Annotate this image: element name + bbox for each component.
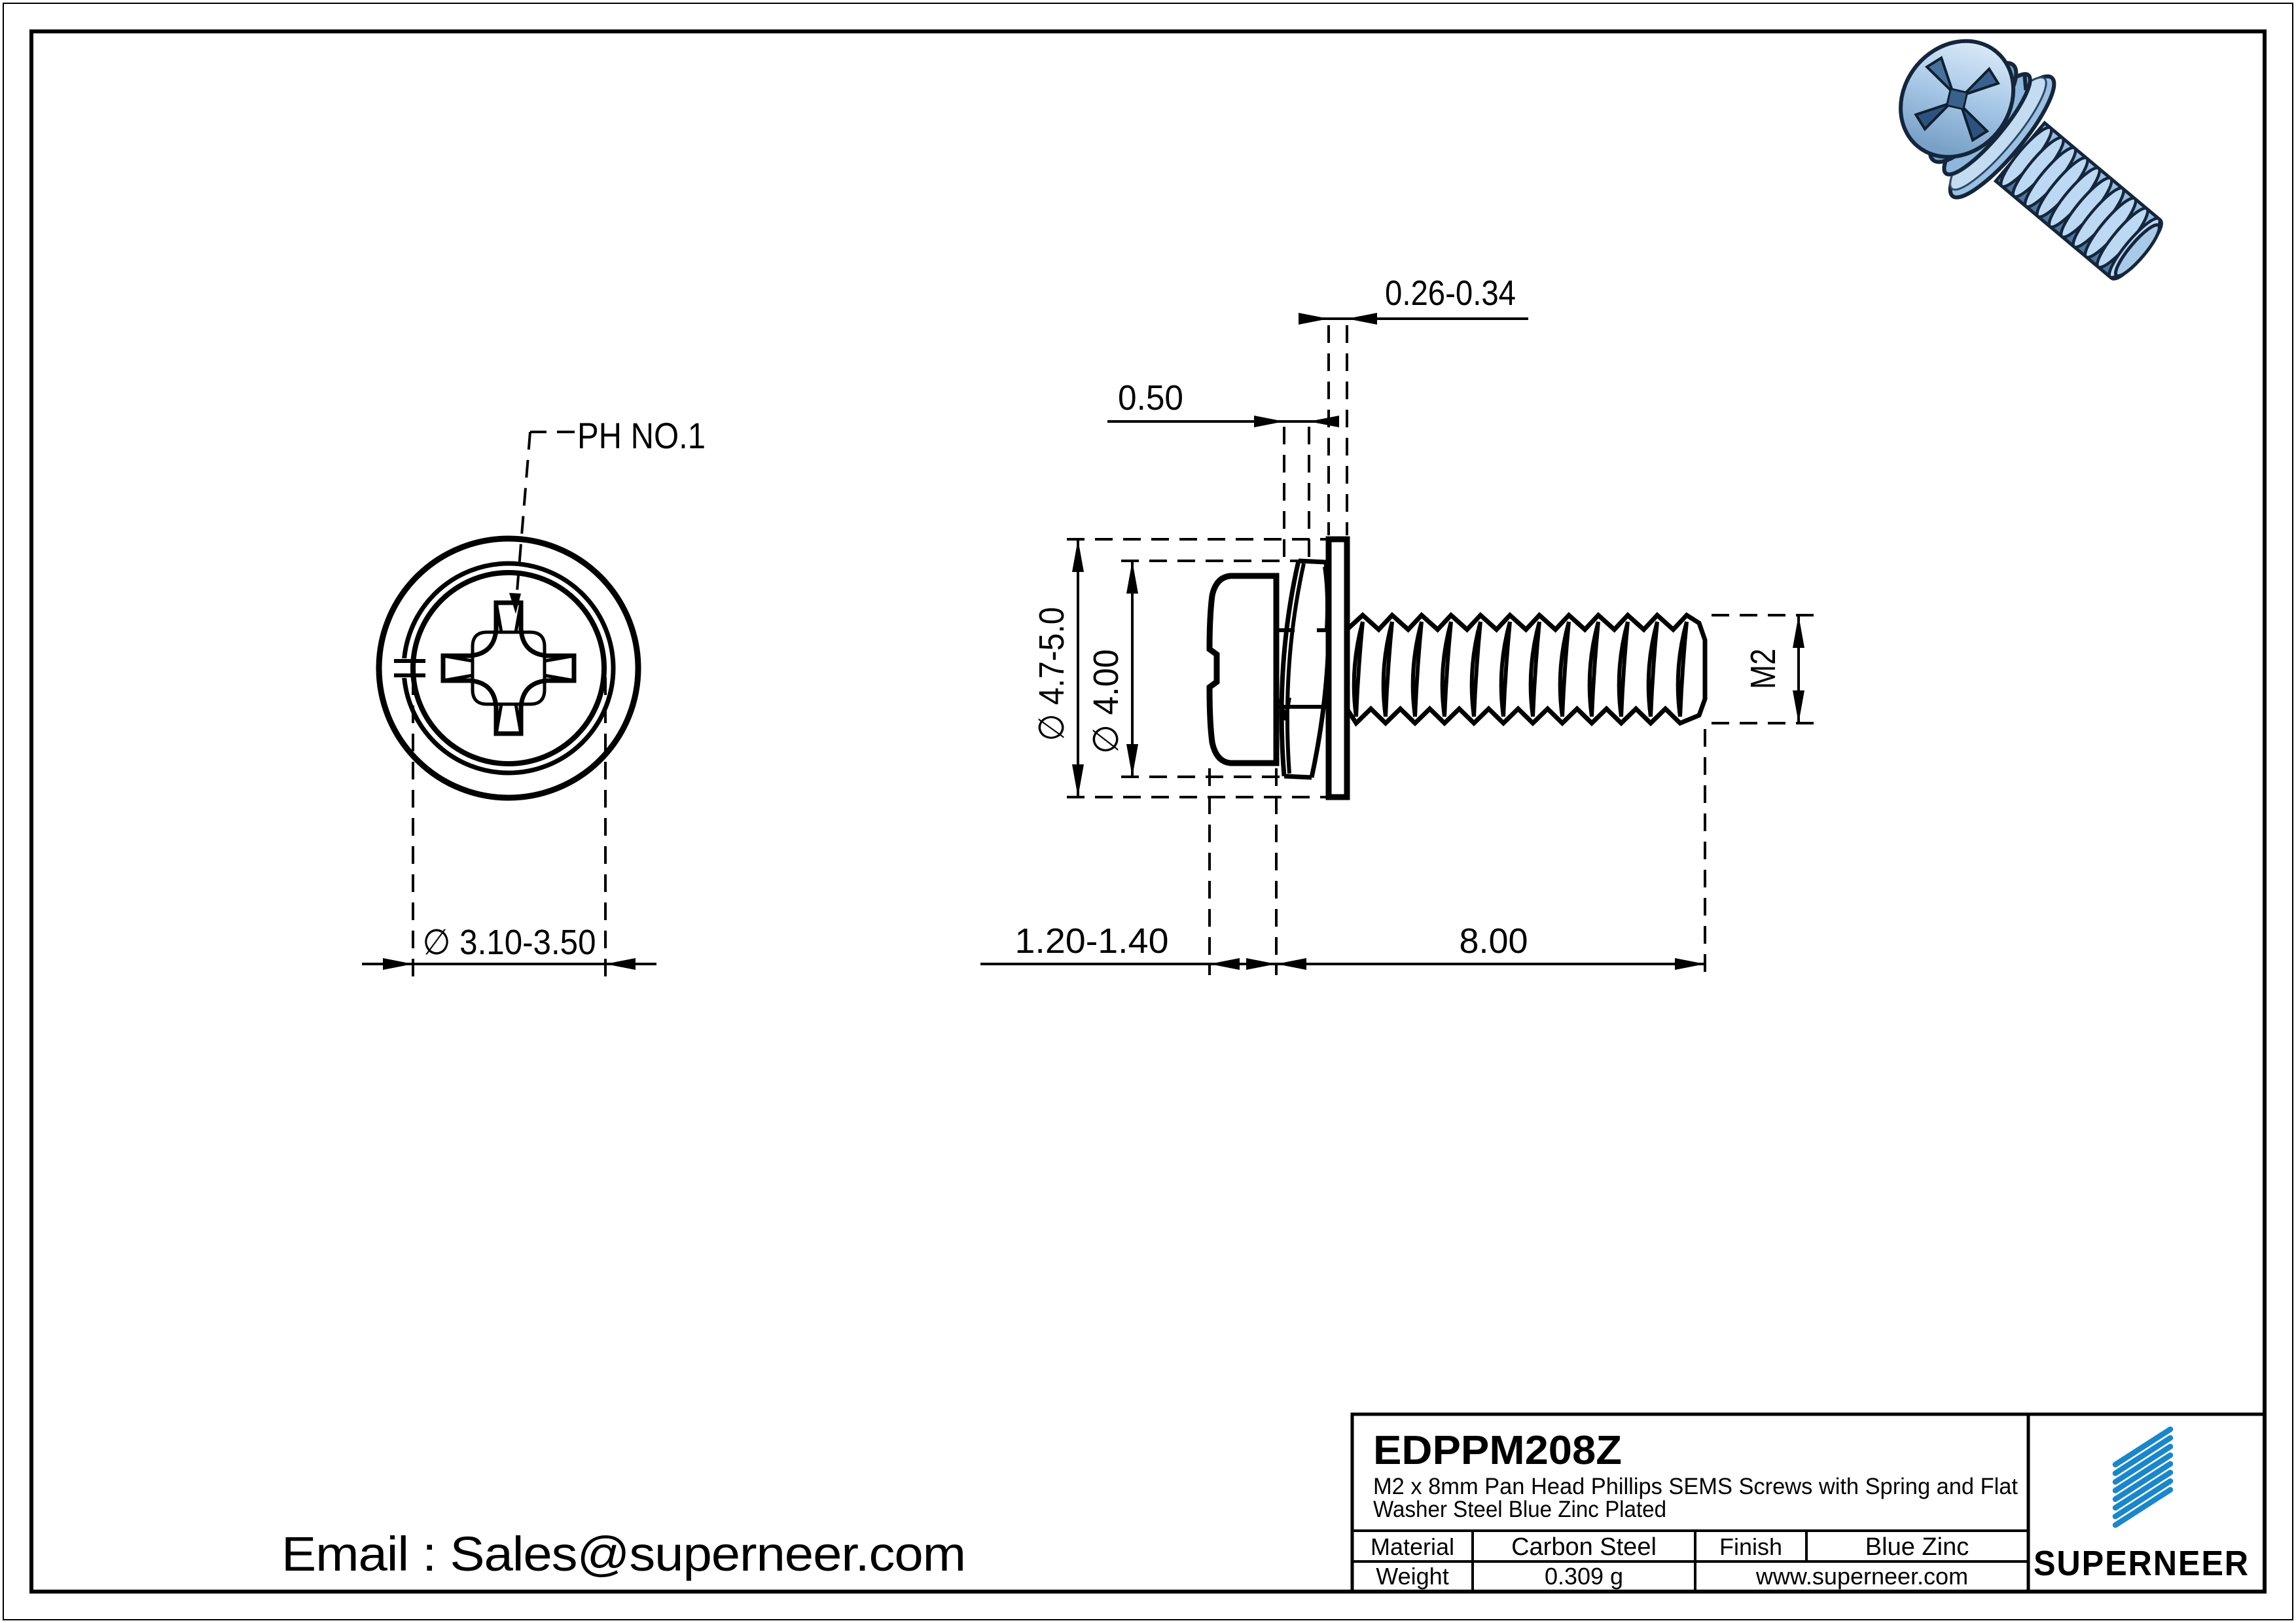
screw3d-spring-split [2022, 73, 2028, 91]
material-label: Material [1371, 1533, 1454, 1560]
outer-border [3, 3, 2293, 1620]
brand-name: SUPERNEER [2034, 1544, 2250, 1583]
title-block: EDPPM208Z M2 x 8mm Pan Head Phillips SEM… [1350, 1412, 2267, 1594]
weight-value: 0.309 g [1545, 1563, 1623, 1590]
front-head-circle [410, 570, 607, 766]
screw3d-phillips-recess [1914, 56, 2000, 143]
front-spring-washer-circle [401, 561, 616, 776]
logo-stripe [2112, 1426, 2174, 1468]
m2-arrow-bottom [1793, 690, 1804, 723]
phillips-tip-wedges [442, 602, 575, 734]
title-block-frame [1350, 1412, 2267, 1594]
front-view: PH NO.1 ∅ 3.10-3.50 [362, 415, 706, 976]
phillips-inner-contour [471, 630, 547, 706]
recess-arrow-left [383, 958, 413, 970]
spring-t-dim-text: 0.50 [1118, 378, 1183, 418]
spring-washer-section [1276, 558, 1331, 780]
head-od-arrow-bottom [1126, 744, 1138, 777]
washer-od-dim-text: ∅ 4.7-5.0 [1032, 607, 1071, 741]
washer-od-arrow-bottom [1072, 764, 1084, 797]
washer-t-arrow-left [1299, 313, 1329, 325]
length-dim-text: 8.00 [1460, 921, 1528, 961]
finish-label: Finish [1719, 1533, 1782, 1560]
finish-value: Blue Zinc [1865, 1533, 1969, 1561]
screw3d-tip [2113, 223, 2161, 278]
thread-outline [1345, 612, 1708, 727]
spring-top-edge [1298, 558, 1327, 565]
head-h-dim-text: 1.20-1.40 [1015, 921, 1169, 961]
description-line2: Washer Steel Blue Zinc Plated [1373, 1497, 1666, 1522]
logo-stripe [2112, 1469, 2174, 1511]
inner-border [29, 29, 2267, 1594]
recess-dim-text: ∅ 3.10-3.50 [423, 923, 596, 962]
side-view: ∅ 4.7-5.0 ∅ 4.00 0.50 0.26-0.34 M2 1.20-… [980, 274, 1814, 975]
brand-logo-icon [2112, 1426, 2174, 1528]
contact-email[interactable]: Email : Sales@superneer.com [281, 1527, 966, 1581]
weight-label: Weight [1376, 1563, 1448, 1590]
m2-arrow-top [1793, 615, 1804, 648]
spring-inner-rim-arc [1323, 566, 1329, 630]
front-washer-circle [376, 535, 641, 801]
recess-arrow-right [605, 958, 636, 970]
washer-t-dim-text: 0.26-0.34 [1385, 274, 1516, 313]
logo-stripe [2112, 1444, 2174, 1485]
length-arrow-right [1675, 958, 1705, 970]
washer-t-arrow-right [1347, 313, 1377, 325]
head-h-arrow-right [1246, 958, 1276, 970]
m2-dim-text: M2 [1744, 649, 1783, 689]
spring-left-arc-inner [1285, 563, 1306, 774]
material-value: Carbon Steel [1511, 1533, 1657, 1561]
website-link[interactable]: www.superneer.com [1755, 1563, 1968, 1590]
flat-washer-section [1325, 536, 1350, 800]
description-line1: M2 x 8mm Pan Head Phillips SEMS Screws w… [1373, 1474, 2018, 1499]
spring-bottom-edge [1283, 774, 1312, 780]
logo-stripe [2112, 1435, 2174, 1476]
head-h-arrow-left [1210, 958, 1240, 970]
logo-stripe [2112, 1452, 2174, 1493]
logo-stripe [2112, 1487, 2174, 1528]
spring-hidden-edges [1276, 628, 1329, 709]
pan-head-section [1206, 573, 1280, 766]
phillips-cross-outline [440, 600, 577, 736]
ph-number-label: PH NO.1 [577, 415, 706, 456]
logo-stripe [2112, 1461, 2174, 1503]
head-od-arrow-top [1126, 561, 1138, 594]
ph-leader-diagonal [514, 431, 531, 608]
screw3d-threads [1999, 126, 2162, 279]
spring-t-arrow-right [1309, 416, 1339, 427]
thread-flanks [1352, 621, 1689, 717]
washer-od-arrow-top [1072, 539, 1084, 572]
part-number: EDPPM208Z [1373, 1428, 1622, 1473]
spring-left-arc-outer [1279, 560, 1301, 777]
head-od-dim-text: ∅ 4.00 [1086, 649, 1126, 754]
spring-t-arrow-left [1254, 416, 1284, 427]
length-arrow-left [1276, 958, 1306, 970]
screw-3d-render [1899, 39, 2163, 281]
logo-stripe [2112, 1478, 2174, 1520]
